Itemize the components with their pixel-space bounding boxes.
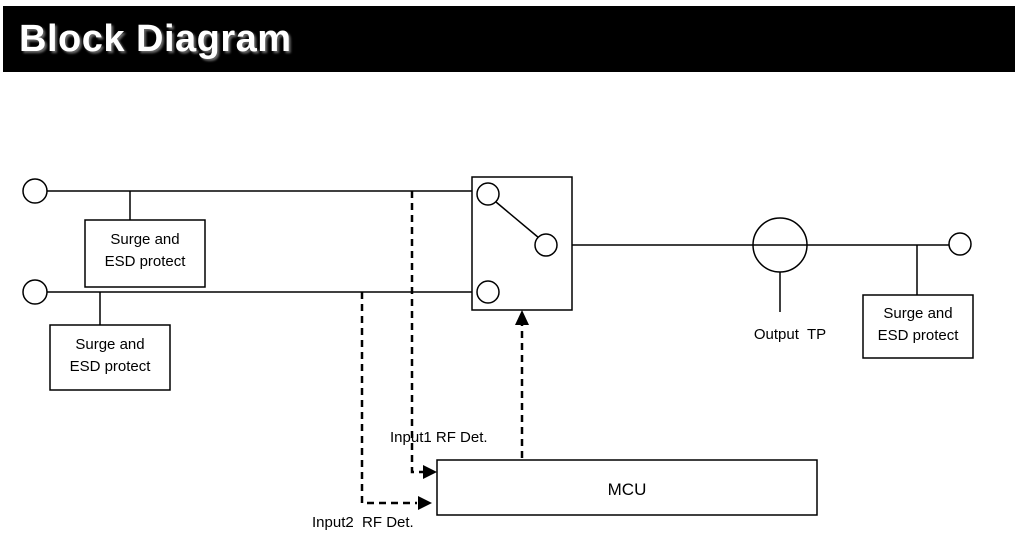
page-title: Block Diagram bbox=[19, 17, 292, 60]
input2-rf-det-label: Input2 RF Det. bbox=[312, 514, 414, 531]
switch-control-arrowhead bbox=[515, 310, 529, 325]
input1-detector-line bbox=[410, 191, 423, 474]
surge-esd-box-1-label-line2: ESD protect bbox=[105, 253, 187, 270]
surge-esd-box-1-label-line1: Surge and bbox=[110, 231, 179, 248]
input-port-1-connector bbox=[22, 178, 48, 204]
switch-contact-common bbox=[534, 233, 558, 257]
input2-detector-line bbox=[360, 292, 417, 505]
surge-esd-box-1 bbox=[84, 219, 206, 288]
switch-contact-top bbox=[476, 182, 500, 206]
input2-arrowhead bbox=[418, 496, 432, 510]
output-tp-label: Output TP bbox=[754, 326, 826, 343]
mcu-label: MCU bbox=[608, 480, 647, 499]
input1-rf-det-label: Input1 RF Det. bbox=[390, 429, 488, 446]
surge-esd-box-2-label-line1: Surge and bbox=[75, 336, 144, 353]
surge-esd-box-2-label-line2: ESD protect bbox=[70, 358, 152, 375]
switch-contact-bottom bbox=[476, 280, 500, 304]
surge-esd-box-3 bbox=[862, 294, 974, 359]
output-tp-coupler bbox=[752, 217, 808, 273]
surge-esd-box-3-label-line2: ESD protect bbox=[878, 327, 960, 344]
output-port-connector bbox=[948, 232, 972, 256]
title-bar: Block Diagram bbox=[3, 6, 1015, 72]
switch-arm bbox=[495, 201, 540, 239]
surge-esd-box-3-label-line1: Surge and bbox=[883, 305, 952, 322]
mcu-box bbox=[436, 459, 818, 516]
surge-esd-box-2 bbox=[49, 324, 171, 391]
input1-arrowhead bbox=[423, 465, 437, 479]
input-port-2-connector bbox=[22, 279, 48, 305]
